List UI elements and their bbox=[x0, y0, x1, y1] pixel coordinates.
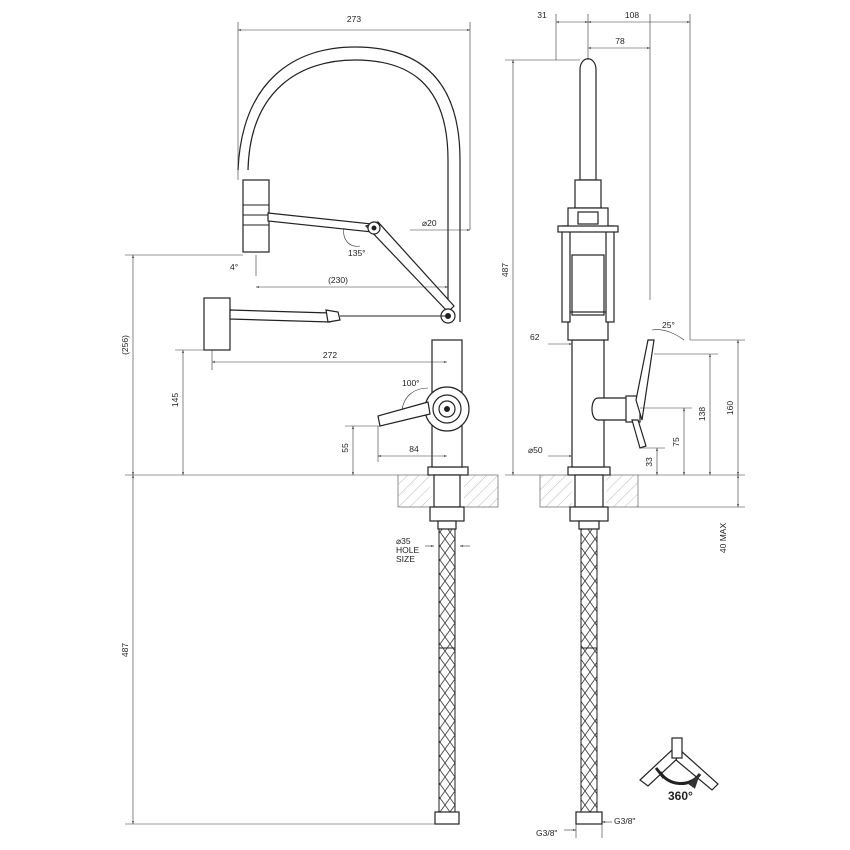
front-view: 273 ⌀20 135° 4° (230) (256) 272 100° 145… bbox=[120, 14, 499, 825]
dim-top-78: 78 bbox=[615, 36, 625, 46]
dim-diameter-35-label: ⌀35 bbox=[396, 536, 411, 546]
dim-top-31: 31 bbox=[537, 10, 547, 20]
dim-height-145: 145 bbox=[170, 393, 180, 407]
dim-angle-4: 4° bbox=[230, 262, 238, 272]
side-view: 31 108 78 487 62 25° 160 138 75 33 ⌀5 bbox=[500, 10, 745, 838]
dim-height-75: 75 bbox=[671, 437, 681, 447]
dim-height-256: (256) bbox=[120, 335, 130, 355]
braided-hose-front bbox=[438, 528, 456, 813]
dim-height-55: 55 bbox=[340, 443, 350, 453]
dim-hose-487: 487 bbox=[120, 643, 130, 657]
braided-hose-side bbox=[580, 528, 598, 813]
dim-reach-272: 272 bbox=[323, 350, 337, 360]
thread-left: G3/8" bbox=[536, 828, 557, 838]
base-ring-front bbox=[427, 466, 469, 476]
dim-max-40: 40 MAX bbox=[718, 523, 728, 554]
dim-angle-100: 100° bbox=[402, 378, 420, 388]
support-arm bbox=[267, 212, 373, 233]
thread-right: G3/8" bbox=[614, 816, 635, 826]
lever-side bbox=[591, 397, 629, 421]
dim-diameter-50-label: ⌀50 bbox=[528, 445, 543, 455]
dim-height-487: 487 bbox=[500, 263, 510, 277]
dim-height-33: 33 bbox=[644, 457, 654, 467]
mounting-nut-front bbox=[429, 506, 465, 522]
dim-height-138: 138 bbox=[697, 407, 707, 421]
dim-width-62: 62 bbox=[530, 332, 540, 342]
hole-size-line2: SIZE bbox=[396, 554, 415, 564]
dim-diameter-20-label: ⌀20 bbox=[422, 218, 437, 228]
dim-height-160: 160 bbox=[725, 401, 735, 415]
dim-angle-135: 135° bbox=[348, 248, 366, 258]
mounting-nut-side bbox=[569, 506, 609, 522]
rotation-360-label: 360° bbox=[668, 789, 693, 803]
rotation-icon: 360° bbox=[639, 737, 719, 803]
dim-width-273: 273 bbox=[347, 14, 361, 24]
dim-width-84: 84 bbox=[409, 444, 419, 454]
dim-angle-25: 25° bbox=[662, 320, 675, 330]
spray-head-side bbox=[579, 58, 597, 181]
lever-handle bbox=[377, 401, 431, 427]
spout-arc bbox=[247, 59, 449, 322]
hole-size-line1: HOLE bbox=[396, 545, 419, 555]
spray-head bbox=[242, 179, 270, 253]
dim-reach-230: (230) bbox=[328, 275, 348, 285]
dim-top-108: 108 bbox=[625, 10, 639, 20]
